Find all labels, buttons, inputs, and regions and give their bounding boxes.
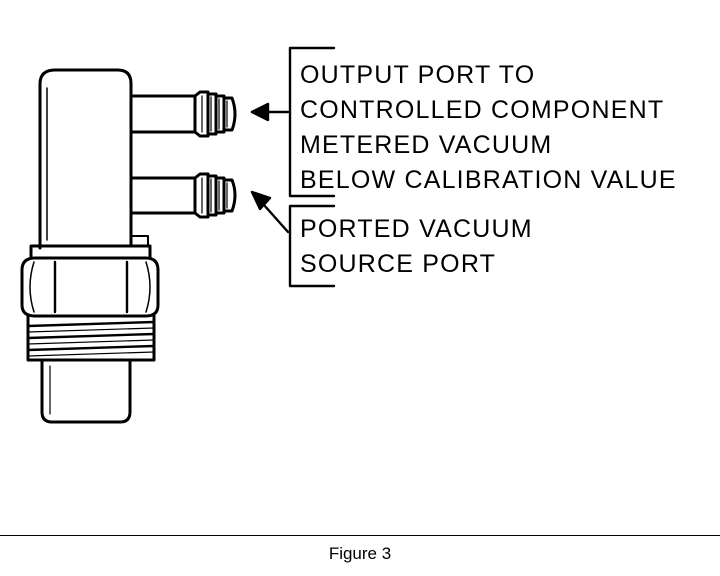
- valve-body: [38, 68, 133, 250]
- figure-caption: Figure 3: [328, 544, 392, 563]
- output-port-bracket: [288, 46, 336, 198]
- caption-divider: [0, 535, 720, 536]
- output-port-nipple: [129, 90, 237, 138]
- output-port-label-line-2: CONTROLLED COMPONENT: [300, 96, 665, 124]
- hex-nut: [20, 256, 160, 318]
- output-port-label-line-4: BELOW CALIBRATION VALUE: [300, 166, 677, 194]
- output-port-label-line-3: METERED VACUUM: [300, 131, 553, 159]
- ported-vacuum-label: PORTED VACUUM SOURCE PORT: [300, 212, 533, 282]
- valve-stem: [40, 358, 132, 424]
- output-port-label: OUTPUT PORT TO CONTROLLED COMPONENT METE…: [300, 58, 677, 198]
- ported-vacuum-label-line-2: SOURCE PORT: [300, 250, 497, 278]
- ported-vacuum-label-line-1: PORTED VACUUM: [300, 215, 533, 243]
- valve-collar: [29, 235, 152, 260]
- output-port-arrow: [250, 102, 290, 122]
- ported-vacuum-nipple: [129, 172, 237, 219]
- ported-vacuum-bracket: [288, 204, 336, 288]
- output-port-label-line-1: OUTPUT PORT TO: [300, 61, 536, 89]
- ported-vacuum-arrow: [250, 190, 290, 234]
- threaded-section: [26, 314, 156, 362]
